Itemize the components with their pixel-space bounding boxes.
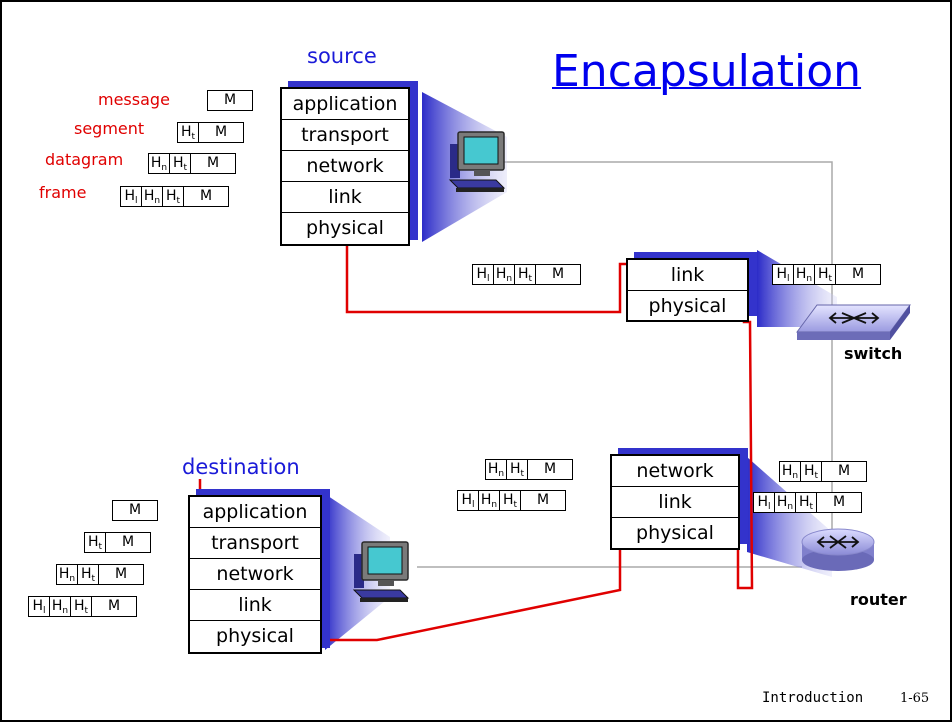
payload-cell: M bbox=[543, 461, 557, 477]
router-icon bbox=[801, 528, 875, 571]
payload-cell: M bbox=[223, 92, 237, 108]
router-protocol-stack: network link physical bbox=[610, 454, 740, 550]
transport-header-cell: Ht bbox=[801, 462, 822, 481]
stack-layer-physical: physical bbox=[216, 625, 294, 647]
packet-segment: Ht M bbox=[177, 122, 244, 143]
packet-datagram: Hn Ht M bbox=[485, 459, 573, 480]
transport-header-cell: Ht bbox=[507, 460, 528, 479]
packet-datagram: Hn Ht M bbox=[148, 153, 236, 174]
payload-cell: M bbox=[536, 492, 550, 508]
transport-header-cell: Ht bbox=[796, 493, 817, 512]
stack-layer-network: network bbox=[282, 151, 408, 182]
transport-header-cell: Ht bbox=[78, 565, 99, 584]
stack-layer-physical: physical bbox=[306, 217, 384, 239]
packet-datagram: Hn Ht M bbox=[779, 461, 867, 482]
network-header-cell: Hn bbox=[479, 491, 500, 510]
link-header-cell: Hl bbox=[29, 597, 50, 616]
switch-protocol-stack: link physical bbox=[626, 258, 749, 322]
payload-cell: M bbox=[199, 188, 213, 204]
transport-header-cell: Ht bbox=[163, 187, 184, 206]
transport-header-cell: Ht bbox=[71, 597, 92, 616]
stack-layer-application: application bbox=[190, 497, 320, 528]
destination-protocol-stack: application transport network link physi… bbox=[188, 495, 322, 654]
payload-cell: M bbox=[206, 155, 220, 171]
source-computer-icon bbox=[448, 131, 506, 192]
link-header-cell: Hl bbox=[121, 187, 142, 206]
network-header-cell: Hn bbox=[486, 460, 507, 479]
segment-label: segment bbox=[74, 119, 145, 138]
stack-layer-transport: transport bbox=[282, 120, 408, 151]
transport-header-cell: Ht bbox=[500, 491, 521, 510]
destination-label: destination bbox=[182, 455, 300, 479]
slide-title: Encapsulation bbox=[552, 46, 862, 97]
payload-cell: M bbox=[128, 502, 142, 518]
message-label: message bbox=[98, 90, 170, 109]
stack-layer-network: network bbox=[612, 456, 738, 487]
frame-label: frame bbox=[39, 183, 87, 202]
link-header-cell: Hl bbox=[473, 265, 494, 284]
packet-datagram: Hn Ht M bbox=[56, 564, 144, 585]
packet-frame: Hl Hn Ht M bbox=[457, 490, 566, 511]
payload-cell: M bbox=[851, 266, 865, 282]
source-label: source bbox=[307, 44, 377, 68]
stack-layer-link: link bbox=[282, 182, 408, 213]
destination-computer-icon bbox=[352, 541, 410, 602]
network-header-cell: Hn bbox=[794, 265, 815, 284]
packet-segment: Ht M bbox=[84, 532, 151, 553]
footer-section-title: Introduction bbox=[762, 690, 864, 706]
transport-header-cell: Ht bbox=[815, 265, 836, 284]
stack-layer-link: link bbox=[628, 260, 747, 291]
payload-cell: M bbox=[107, 598, 121, 614]
network-header-cell: Hn bbox=[149, 154, 170, 173]
stack-layer-transport: transport bbox=[190, 528, 320, 559]
stack-layer-link: link bbox=[190, 590, 320, 621]
link-header-cell: Hl bbox=[773, 265, 794, 284]
transport-header-cell: Ht bbox=[515, 265, 536, 284]
network-header-cell: Hn bbox=[50, 597, 71, 616]
transport-header-cell: Ht bbox=[170, 154, 191, 173]
switch-icon bbox=[796, 304, 911, 340]
switch-label: switch bbox=[844, 344, 903, 363]
packet-message: M bbox=[112, 500, 158, 521]
link-header-cell: Hl bbox=[754, 493, 775, 512]
stack-layer-application: application bbox=[282, 89, 408, 120]
transport-header-cell: Ht bbox=[178, 123, 199, 142]
payload-cell: M bbox=[832, 494, 846, 510]
payload-cell: M bbox=[837, 463, 851, 479]
stack-layer-physical: physical bbox=[648, 295, 727, 317]
router-label: router bbox=[850, 590, 907, 609]
packet-message: M bbox=[207, 90, 253, 111]
data-path bbox=[198, 87, 754, 642]
packet-frame: Hl Hn Ht M bbox=[772, 264, 881, 285]
footer-page-number: 1-65 bbox=[900, 691, 930, 706]
datagram-label: datagram bbox=[45, 150, 124, 169]
packet-frame: Hl Hn Ht M bbox=[753, 492, 862, 513]
payload-cell: M bbox=[114, 566, 128, 582]
network-header-cell: Hn bbox=[142, 187, 163, 206]
stack-layer-network: network bbox=[190, 559, 320, 590]
payload-cell: M bbox=[214, 124, 228, 140]
network-header-cell: Hn bbox=[494, 265, 515, 284]
stack-layer-physical: physical bbox=[636, 522, 714, 544]
packet-frame: Hl Hn Ht M bbox=[28, 596, 137, 617]
transport-header-cell: Ht bbox=[85, 533, 106, 552]
network-header-cell: Hn bbox=[780, 462, 801, 481]
link-header-cell: Hl bbox=[458, 491, 479, 510]
packet-frame: Hl Hn Ht M bbox=[120, 186, 229, 207]
packet-frame: Hl Hn Ht M bbox=[472, 264, 581, 285]
stack-layer-link: link bbox=[612, 487, 738, 518]
payload-cell: M bbox=[121, 534, 135, 550]
source-protocol-stack: application transport network link physi… bbox=[280, 87, 410, 246]
payload-cell: M bbox=[551, 266, 565, 282]
network-header-cell: Hn bbox=[775, 493, 796, 512]
network-header-cell: Hn bbox=[57, 565, 78, 584]
